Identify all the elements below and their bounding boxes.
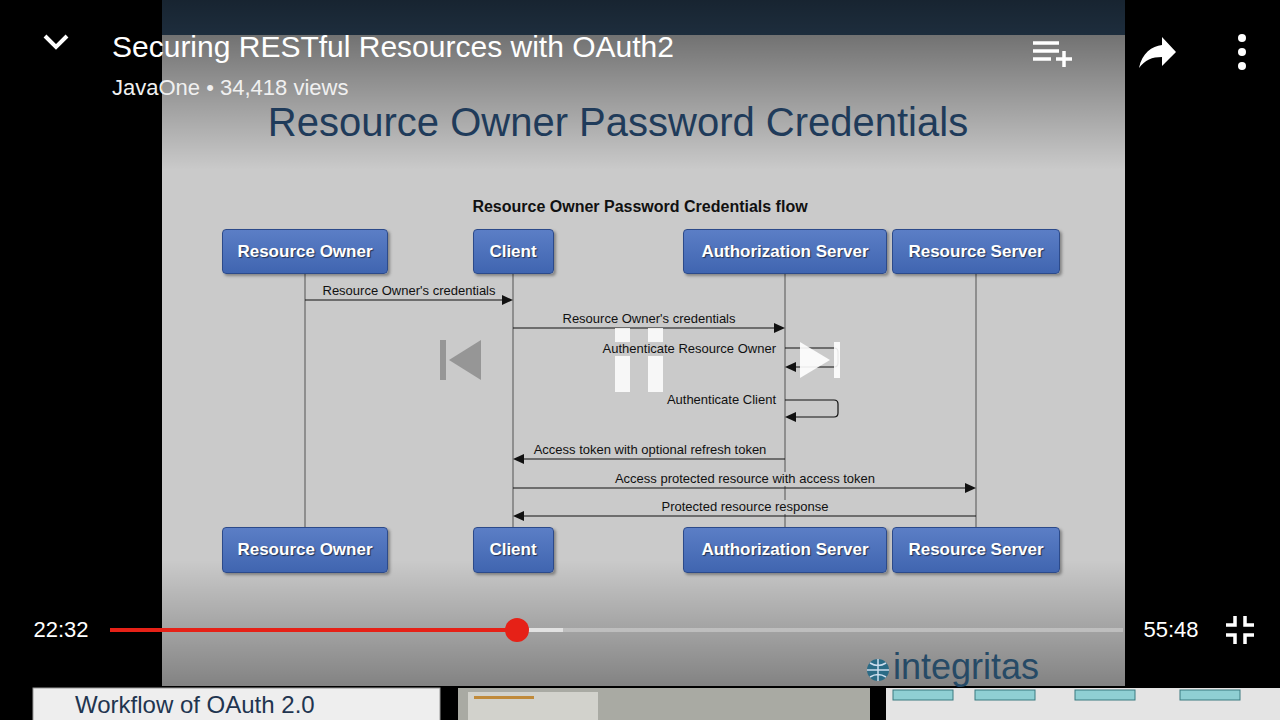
more-icon [1238, 34, 1246, 42]
video-title: Securing RESTful Resources with OAuth2 [112, 32, 674, 62]
previous-icon [449, 340, 481, 380]
participant-box: Authorization Server [683, 527, 887, 573]
participant-name: Resource Owner [237, 242, 372, 262]
previous-icon [440, 340, 446, 380]
message-label: Protected resource response [660, 500, 831, 515]
message-arrow [513, 327, 778, 328]
participant-box: Resource Owner [222, 229, 388, 274]
participant-name: Client [489, 540, 536, 560]
next-icon [800, 342, 830, 378]
pause-icon [615, 328, 630, 392]
playlist-add-icon [1062, 51, 1066, 67]
time-elapsed: 22:32 [33, 617, 88, 642]
thumbnail-detail [893, 690, 953, 700]
lifeline [512, 274, 513, 527]
collapse-icon [45, 36, 67, 47]
arrowhead [513, 454, 524, 464]
message-arrow [305, 299, 506, 300]
diagram-heading: Resource Owner Password Credentials flow [472, 198, 807, 216]
participant-name: Resource Server [908, 540, 1043, 560]
progress-played [110, 628, 517, 632]
thumbnail [33, 688, 440, 720]
participant-name: Authorization Server [701, 540, 868, 560]
thumbnail-detail [1075, 690, 1135, 700]
arrowhead [785, 412, 796, 422]
participant-name: Authorization Server [701, 242, 868, 262]
message-arrow [520, 458, 785, 459]
participant-box: Resource Server [892, 527, 1060, 573]
logo-globe-lines [867, 659, 889, 681]
participant-box: Client [473, 229, 554, 274]
fullscreen-exit-icon [1226, 616, 1254, 644]
arrowhead [785, 362, 796, 372]
playlist-add-icon [1033, 49, 1059, 53]
message-arrow [520, 515, 976, 516]
pause-icon [648, 328, 663, 392]
participant-name: Client [489, 242, 536, 262]
arrowhead [774, 323, 785, 333]
message-label: Access protected resource with access to… [613, 472, 877, 487]
lifeline [975, 274, 976, 527]
playlist-add-icon [1033, 57, 1051, 61]
thumbnail-detail [1180, 690, 1240, 700]
thumbnail-detail [474, 696, 534, 699]
channel-info: JavaOne • 34,418 views [112, 75, 348, 100]
playlist-add-icon [1033, 41, 1059, 45]
message-label: Access token with optional refresh token [532, 443, 769, 458]
progress-track [110, 628, 1123, 632]
message-label: Resource Owner's credentials [321, 284, 498, 299]
logo-globe [867, 659, 889, 681]
participant-box: Authorization Server [683, 229, 887, 274]
thumbnail [886, 688, 1280, 720]
progress-handle [505, 618, 529, 642]
message-label: Authenticate Client [665, 393, 778, 408]
participant-box: Resource Owner [222, 527, 388, 573]
message-label: Resource Owner's credentials [561, 312, 738, 327]
thumbnail-title: Workflow of OAuth 2.0 [75, 691, 315, 719]
thumbnail-detail [975, 690, 1035, 700]
more-icon [1238, 62, 1246, 70]
thumbnail [458, 688, 870, 720]
slide-title: Resource Owner Password Credentials [268, 102, 968, 142]
progress-buffered [110, 628, 563, 632]
arrowhead [502, 295, 513, 305]
message-label: Authenticate Resource Owner [601, 342, 778, 357]
participant-name: Resource Server [908, 242, 1043, 262]
arrowhead [965, 483, 976, 493]
share-icon [1139, 37, 1176, 68]
participant-box: Client [473, 527, 554, 573]
message-arrow [513, 487, 969, 488]
lifeline [304, 274, 305, 527]
thumbnail-detail [468, 692, 598, 720]
arrowhead [513, 511, 524, 521]
time-total: 55:48 [1143, 617, 1198, 642]
logo-text: integritas [893, 649, 1039, 685]
top-shade [0, 0, 1280, 170]
next-icon [834, 342, 840, 378]
more-icon [1238, 48, 1246, 56]
participant-name: Resource Owner [237, 540, 372, 560]
participant-box: Resource Server [892, 229, 1060, 274]
